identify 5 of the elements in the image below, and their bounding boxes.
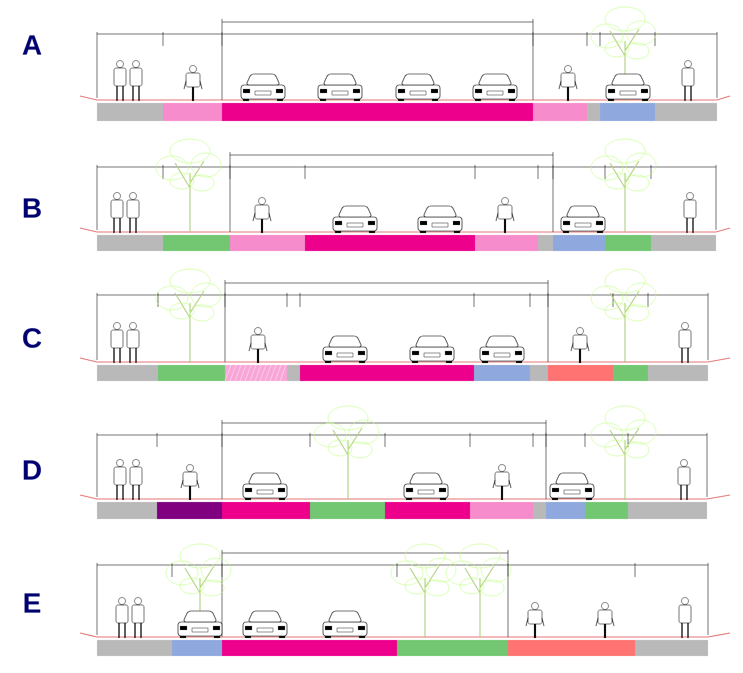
section-letter: D: [24, 460, 41, 480]
section-letter: C: [23, 328, 42, 348]
section-letter: E: [24, 593, 40, 613]
section-letter: A: [22, 35, 42, 55]
section-letter: B: [24, 198, 41, 218]
